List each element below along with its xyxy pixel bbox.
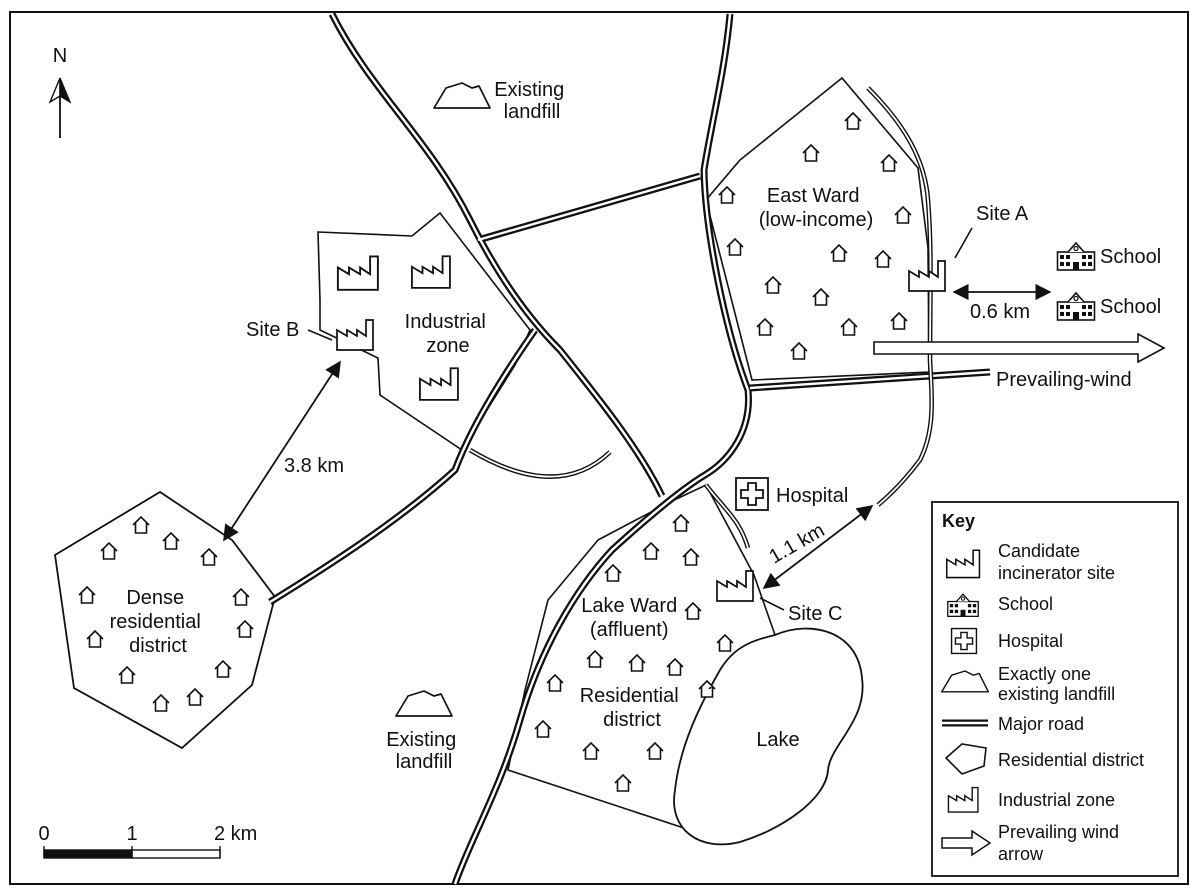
- scale-tick-2: 2 km: [214, 823, 257, 845]
- minor-roads: [468, 86, 934, 549]
- site-c-leader: [759, 597, 785, 611]
- label-hospital: Hospital: [776, 485, 848, 507]
- key-item-major-road: Major road: [998, 714, 1084, 734]
- key-hospital-icon: [950, 627, 978, 655]
- key-wind-arrow-icon: [941, 829, 992, 857]
- key-item-wind-arrow: Prevailing wind arrow: [998, 822, 1124, 864]
- key-residential-district-icon: [944, 743, 987, 775]
- label-site-c: Site C: [788, 603, 842, 625]
- label-prevailing-wind: Prevailing-wind: [996, 369, 1132, 391]
- prevailing-wind-arrow: [873, 332, 1166, 364]
- label-industrial-zone: Industrial zone: [405, 311, 492, 357]
- key-item-hospital: Hospital: [998, 631, 1063, 651]
- label-school-1: School: [1100, 246, 1161, 268]
- scale-bar: 0 1 2 km: [38, 823, 257, 859]
- key-item-school: School: [998, 594, 1053, 614]
- site-b-leader: [307, 329, 333, 341]
- label-landfill-north: Existing landfill: [494, 79, 570, 123]
- label-site-a: Site A: [976, 203, 1029, 225]
- distance-arrow-site-b-dense: [223, 360, 341, 542]
- hospital-icon: [735, 477, 769, 511]
- label-lake-ward: Lake Ward (affluent) Residential distric…: [580, 595, 685, 731]
- map-key: Key Candidate incinerator site School Ho…: [931, 501, 1179, 877]
- label-lake: Lake: [756, 729, 799, 751]
- major-roads: [268, 12, 991, 886]
- distance-label-site-a-school: 0.6 km: [970, 301, 1030, 323]
- key-item-industrial-zone: Industrial zone: [998, 790, 1115, 810]
- label-east-ward: East Ward (low-income): [759, 185, 873, 231]
- distance-label-site-c-east: 1.1 km: [766, 519, 829, 568]
- scale-tick-1: 1: [126, 823, 137, 845]
- site-a-leader: [954, 227, 973, 259]
- landfill-south-icon: [395, 690, 453, 717]
- lake: [673, 627, 864, 846]
- north-arrow: N: [48, 45, 72, 138]
- school-1-icon: [1056, 242, 1096, 271]
- label-school-2: School: [1100, 296, 1161, 318]
- distance-label-site-b-dense: 3.8 km: [284, 455, 344, 477]
- label-site-b: Site B: [246, 319, 299, 341]
- label-dense-district: Dense residential district: [110, 587, 207, 657]
- key-item-residential-district: Residential district: [998, 750, 1144, 770]
- north-letter: N: [53, 45, 67, 67]
- scale-tick-0: 0: [38, 823, 49, 845]
- key-title: Key: [942, 511, 975, 531]
- school-2-icon: [1056, 292, 1096, 321]
- label-landfill-south: Existing landfill: [386, 729, 462, 773]
- key-item-candidate-site: Candidate incinerator site: [998, 541, 1115, 583]
- map-border: [9, 11, 1189, 885]
- key-item-landfill: Exactly one existing landfill: [998, 664, 1115, 704]
- landfill-north-icon: [433, 82, 491, 109]
- distance-arrow-site-c-east: [762, 505, 874, 589]
